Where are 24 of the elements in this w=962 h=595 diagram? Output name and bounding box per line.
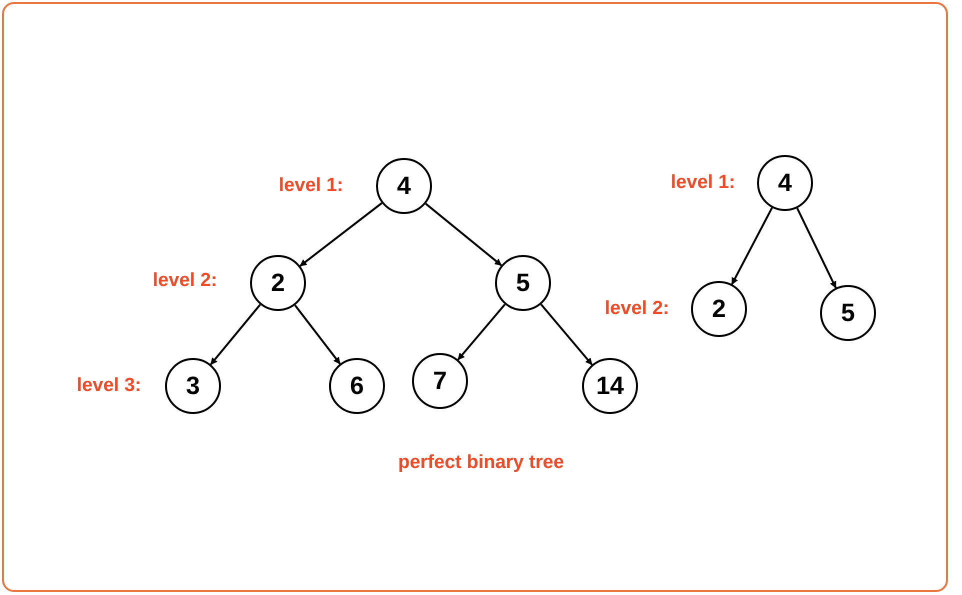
- level-label: level 1:: [670, 172, 736, 194]
- node-value: 2: [271, 268, 285, 298]
- arrow: [294, 304, 341, 364]
- node-value: 14: [596, 372, 624, 400]
- level-label: level 2:: [604, 298, 670, 320]
- arrow: [457, 304, 506, 360]
- node-value: 4: [778, 168, 792, 198]
- arrow: [425, 202, 502, 266]
- arrow: [210, 304, 261, 366]
- node-value: 7: [433, 366, 447, 396]
- level-label: level 1:: [278, 175, 344, 197]
- node-value: 4: [397, 172, 411, 200]
- node-value: 5: [841, 298, 855, 328]
- node-value: 2: [712, 294, 726, 324]
- node-value: 6: [350, 372, 364, 400]
- arrow: [796, 208, 837, 288]
- level-label: level 3:: [76, 375, 142, 397]
- arrow: [731, 207, 773, 285]
- level-label: level 2:: [152, 270, 218, 292]
- caption: perfect binary tree: [398, 452, 564, 474]
- node-value: 3: [186, 372, 200, 400]
- node-value: 5: [516, 268, 530, 298]
- arrow: [300, 202, 382, 267]
- arrow: [540, 304, 593, 366]
